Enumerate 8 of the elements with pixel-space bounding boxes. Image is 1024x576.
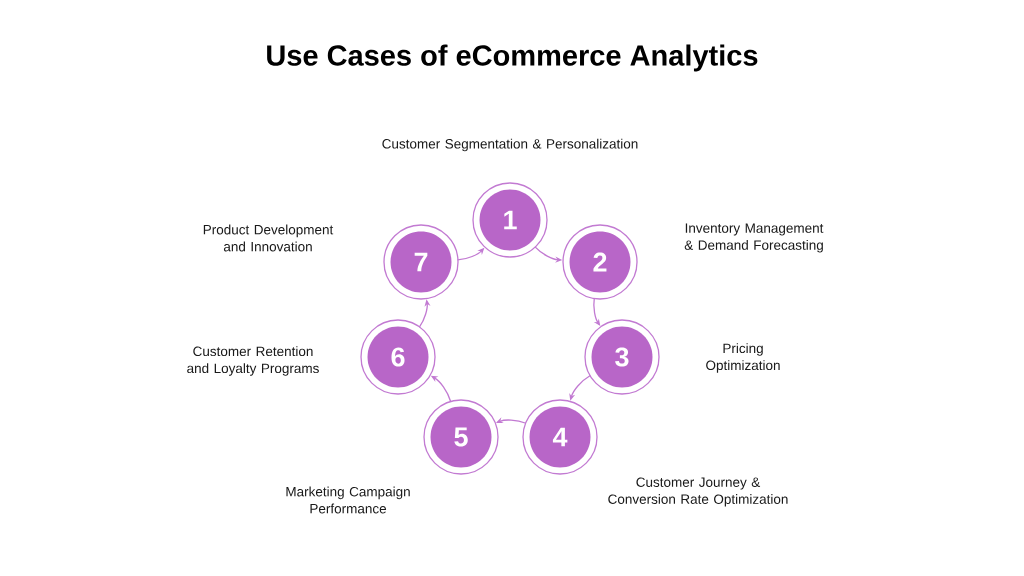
use-case-label: Customer Journey & Conversion Rate Optimization: [608, 477, 788, 507]
title: Use Cases of eCommerce Analytics: [267, 44, 758, 72]
use-case-label: Product Development and Innovation: [203, 224, 334, 252]
use-case-label: Inventory Management & Demand Forecasting: [684, 223, 824, 253]
use-case-label: Marketing Campaign Performance: [286, 486, 410, 514]
use-case-label: Customer Retention and Loyalty Programs: [187, 346, 319, 376]
use-case-label: Customer Segmentation & Personalization: [382, 138, 638, 152]
use-case-label: Pricing Optimization: [706, 343, 780, 373]
